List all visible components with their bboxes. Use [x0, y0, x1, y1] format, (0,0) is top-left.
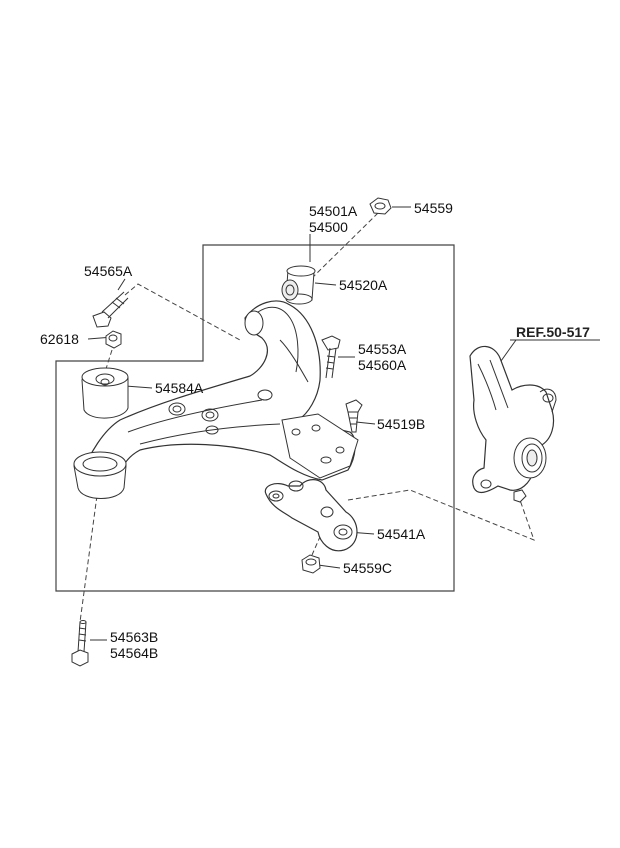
label-54559: 54559: [414, 200, 453, 216]
front-bushing: [81, 367, 129, 419]
steering-knuckle: [469, 345, 557, 503]
label-54559C: 54559C: [343, 560, 393, 576]
label-54563B: 54563B: [110, 629, 159, 645]
rear-bushing: [281, 265, 316, 305]
label-54501A: 54501A: [309, 203, 358, 219]
nut-62618: [105, 330, 122, 349]
bolt-54553A: [321, 335, 341, 379]
bolt-54565A: [92, 291, 129, 328]
label-54541A: 54541A: [377, 526, 426, 542]
assembly-box: [55, 244, 455, 592]
label-54553A: 54553A: [358, 341, 407, 357]
label-54500: 54500: [309, 219, 348, 235]
label-54520A: 54520A: [339, 277, 388, 293]
front-mount-ring: [73, 451, 127, 499]
bolt-54519B: [345, 399, 363, 433]
label-54565A: 54565A: [84, 263, 133, 279]
lower-control-arm: [79, 300, 359, 493]
nut-54559C: [301, 554, 321, 574]
ball-joint-plate: [264, 479, 358, 552]
label-54560A: 54560A: [358, 357, 407, 373]
label-62618: 62618: [40, 331, 79, 347]
label-reference: REF.50-517: [516, 324, 590, 340]
label-54519B: 54519B: [377, 416, 426, 432]
label-54584A: 54584A: [155, 380, 204, 396]
long-bolt: [71, 620, 89, 667]
flange-nut-54559: [369, 197, 392, 215]
label-54564B: 54564B: [110, 645, 159, 661]
